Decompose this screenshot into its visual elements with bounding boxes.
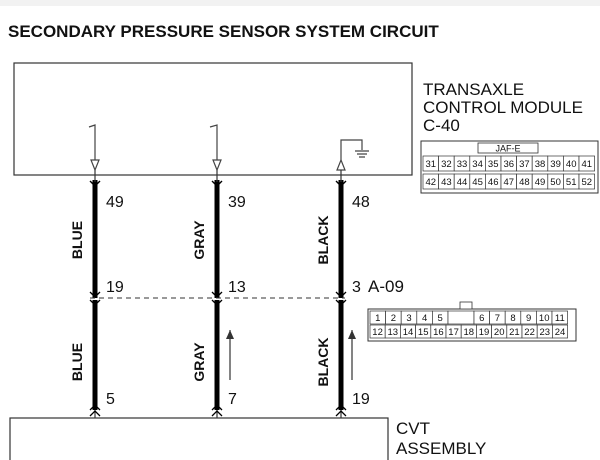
assembly-pin-number: 5 <box>106 391 115 408</box>
junction-connector-pin-label: 9 <box>526 313 531 324</box>
junction-connector-pin-label: 18 <box>464 327 475 338</box>
junction-connector-id: A-09 <box>368 277 404 296</box>
module-name-line1: TRANSAXLE <box>423 80 524 99</box>
assembly-name-line2: ASSEMBLY <box>396 439 486 458</box>
module-connector-pin-label: 34 <box>472 159 483 170</box>
junction-pin-number: 13 <box>228 279 246 296</box>
module-connector-pin-label: 40 <box>566 159 577 170</box>
wire-color-label-upper: BLACK <box>315 216 331 265</box>
junction-connector-pin-label: 13 <box>388 327 399 338</box>
junction-terminal-mark <box>211 291 223 306</box>
assembly-pin-number: 19 <box>352 391 370 408</box>
module-ground-symbol <box>336 139 369 171</box>
junction-connector-pin-label: 1 <box>375 313 380 324</box>
junction-connector-pin-label: 23 <box>540 327 551 338</box>
module-connector-pin-label: 36 <box>504 159 515 170</box>
assembly-name-line1: CVT <box>396 419 430 438</box>
module-connector-id: C-40 <box>423 116 460 135</box>
module-connector-pin-label: 44 <box>457 177 468 188</box>
junction-connector-pin-label: 16 <box>433 327 444 338</box>
assembly-terminal-mark <box>211 404 223 417</box>
module-terminal-mark <box>89 180 101 187</box>
junction-connector-pin-label: 11 <box>555 313 565 324</box>
module-connector-pin-label: 32 <box>441 159 452 170</box>
module-connector-pin-label: 39 <box>550 159 561 170</box>
module-pin-number: 49 <box>106 194 124 211</box>
module-connector-pin-label: 47 <box>504 177 515 188</box>
module-connector-pin-label: 33 <box>457 159 468 170</box>
module-connector-pin-label: 45 <box>472 177 483 188</box>
junction-connector-cell <box>551 310 568 325</box>
module-connector-pin-label: 42 <box>426 177 437 188</box>
junction-connector-pin-label: 3 <box>406 313 411 324</box>
wire-color-label-lower: GRAY <box>191 342 207 382</box>
control-module-box <box>13 62 413 176</box>
junction-terminal-mark <box>335 291 347 306</box>
top-crop-strip <box>0 0 600 6</box>
module-connector-pin-label: 38 <box>535 159 546 170</box>
junction-connector-pin-label: 5 <box>438 313 443 324</box>
junction-connector-pin-label: 14 <box>403 327 414 338</box>
junction-connector-pin-label: 7 <box>495 313 500 324</box>
junction-connector-pin-label: 15 <box>418 327 429 338</box>
diagram-title: SECONDARY PRESSURE SENSOR SYSTEM CIRCUIT <box>8 22 439 41</box>
module-connector-pin-label: 37 <box>519 159 530 170</box>
junction-pin-number: 3 <box>352 279 361 296</box>
module-connector-cell <box>578 155 595 172</box>
wire-color-label-upper: BLUE <box>69 221 85 259</box>
junction-connector-pin-label: 10 <box>539 313 550 324</box>
module-connector-pin-label: 35 <box>488 159 499 170</box>
wire-color-label-lower: BLACK <box>315 338 331 387</box>
module-connector-pin-label: 50 <box>550 177 561 188</box>
module-connector-pin-label: 52 <box>582 177 593 188</box>
junction-connector-pin-label: 12 <box>372 327 383 338</box>
junction-connector-pin-label: 6 <box>479 313 484 324</box>
module-connector-pin-label: 46 <box>488 177 499 188</box>
module-connector-header: JAF-E <box>495 144 520 154</box>
junction-connector-pin-label: 22 <box>524 327 535 338</box>
module-pin-number: 48 <box>352 194 370 211</box>
module-connector-pin-label: 49 <box>535 177 546 188</box>
junction-connector-pin-label: 24 <box>555 327 566 338</box>
junction-connector-pin-label: 8 <box>510 313 515 324</box>
cvt-assembly-box <box>9 417 389 460</box>
junction-connector-pin-label: 19 <box>479 327 490 338</box>
wire-color-label-lower: BLUE <box>69 343 85 381</box>
junction-connector-pin-label: 20 <box>494 327 505 338</box>
module-input-symbol-2 <box>209 124 222 172</box>
wire-color-label-upper: GRAY <box>191 220 207 260</box>
junction-connector-pin-label: 21 <box>509 327 520 338</box>
junction-connector-cell <box>552 324 568 339</box>
module-connector-pin-label: 48 <box>519 177 530 188</box>
junction-connector-pin-label: 4 <box>422 313 427 324</box>
module-input-symbol-1 <box>88 124 100 172</box>
assembly-terminal-mark <box>335 404 347 417</box>
junction-terminal-mark <box>89 291 101 306</box>
assembly-terminal-mark <box>89 404 101 417</box>
junction-connector-pin-label: 17 <box>448 327 459 338</box>
module-pin-number: 39 <box>228 194 246 211</box>
module-connector-pin-label: 43 <box>441 177 452 188</box>
signal-arrow-head <box>226 330 234 339</box>
module-connector-cell <box>578 173 595 190</box>
junction-connector-blank-cell <box>447 310 475 325</box>
module-connector-pin-label: 51 <box>566 177 577 188</box>
junction-connector-pin-label: 2 <box>391 313 396 324</box>
module-connector-graphic: JAF-E 31 32 33 34 35 36 37 38 39 40 41 42 43 44 45 46 47… <box>420 140 599 194</box>
signal-arrow-head <box>348 330 356 339</box>
assembly-pin-number: 7 <box>228 391 237 408</box>
module-name-line2: CONTROL MODULE <box>423 98 583 117</box>
module-terminal-mark <box>335 180 347 187</box>
module-connector-pin-label: 41 <box>582 159 593 170</box>
module-terminal-mark <box>211 180 223 187</box>
module-connector-pin-label: 31 <box>426 159 437 170</box>
junction-pin-number: 19 <box>106 279 124 296</box>
